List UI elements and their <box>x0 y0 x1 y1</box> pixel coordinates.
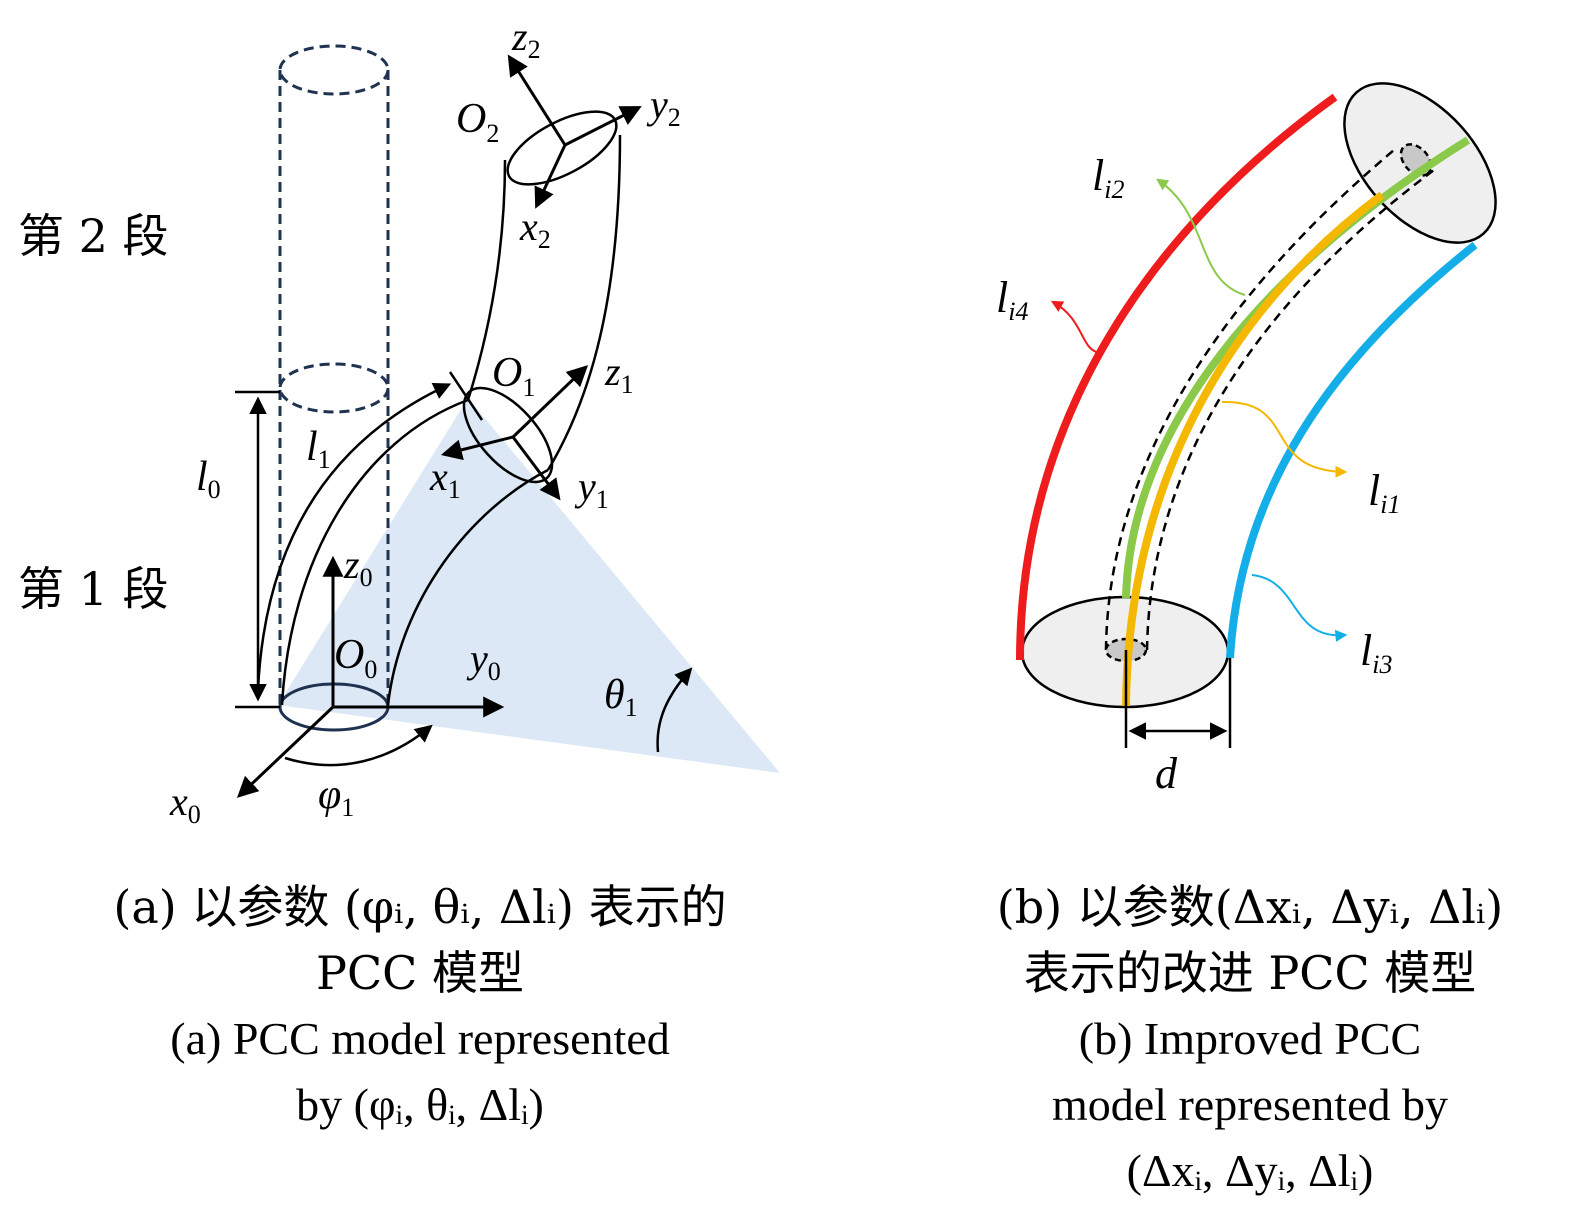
caption-b-cn-line2: 表示的改进 PCC 模型 <box>1023 946 1477 1000</box>
li4-label: li4 <box>996 273 1028 326</box>
panel-b: li2 li4 li1 li3 d <box>996 82 1497 798</box>
caption-b-cn-line1: (b) 以参数(Δxᵢ, Δyᵢ, Δlᵢ) <box>996 880 1504 934</box>
o2-label: O2 <box>456 96 499 148</box>
caption-b-en-line3: (Δxᵢ, Δyᵢ, Δlᵢ) <box>1126 1145 1374 1196</box>
y1-label: y1 <box>574 464 609 514</box>
caption-a-en-line2: by (φᵢ, θᵢ, Δlᵢ) <box>296 1079 544 1130</box>
x2-label: x2 <box>519 204 551 254</box>
d-dimension <box>1124 650 1232 748</box>
z2-label: z2 <box>511 14 541 64</box>
o0-label: O0 <box>334 632 377 684</box>
l1-arc-arrow <box>256 382 452 691</box>
phi1-label: φ1 <box>318 772 354 822</box>
caption-b-en-line2: model represented by <box>1052 1079 1448 1130</box>
caption-a: (a) 以参数 (φᵢ, θᵢ, Δlᵢ) 表示的 PCC 模型 (a) PCC… <box>40 874 800 1138</box>
y0-label: y0 <box>466 636 501 686</box>
li3-callout-arrow <box>1251 574 1348 642</box>
theta1-label: θ1 <box>604 672 638 722</box>
segment-1-label: 第 1 段 <box>18 562 169 616</box>
li2-label: li2 <box>1092 151 1124 204</box>
panel-a: 第 2 段 第 1 段 z2 O2 y2 x2 O1 z1 x1 y1 l0 l… <box>18 14 780 829</box>
o1-label: O1 <box>492 350 535 402</box>
l0-label: l0 <box>196 454 221 504</box>
frame-2-axes <box>507 54 642 209</box>
center-channel <box>1104 149 1435 651</box>
phi1-arc-arrow <box>284 724 433 767</box>
z1-label: z1 <box>604 349 634 399</box>
d-label: d <box>1155 749 1178 798</box>
frame-0-axes <box>236 555 505 798</box>
cable-li2 <box>1122 136 1471 599</box>
frame-1-axes <box>440 365 589 501</box>
x1-label: x1 <box>429 454 461 504</box>
segment-2-label: 第 2 段 <box>18 209 169 263</box>
caption-a-cn-line1: (a) 以参数 (φᵢ, θᵢ, Δlᵢ) 表示的 <box>113 880 727 934</box>
ghost-cylinder <box>278 44 390 705</box>
li4-callout-arrow <box>1050 300 1101 354</box>
x0-label: x0 <box>169 779 201 829</box>
cable-li1 <box>1122 191 1385 707</box>
l1-label: l1 <box>306 424 331 474</box>
caption-a-en-line1: (a) PCC model represented <box>170 1013 670 1064</box>
li1-callout-arrow <box>1221 400 1348 478</box>
li1-label: li1 <box>1368 466 1400 519</box>
caption-a-cn-line2: PCC 模型 <box>316 946 524 1000</box>
z0-label: z0 <box>343 542 373 592</box>
caption-b: (b) 以参数(Δxᵢ, Δyᵢ, Δlᵢ) 表示的改进 PCC 模型 (b) … <box>930 874 1570 1204</box>
bending-plane <box>278 398 780 773</box>
cable-li3 <box>1226 241 1478 659</box>
theta1-arc-arrow <box>656 667 693 753</box>
cable-li4 <box>1016 93 1338 661</box>
li2-callout-arrow <box>1156 178 1246 296</box>
li3-label: li3 <box>1360 626 1392 679</box>
caption-b-en-line1: (b) Improved PCC <box>1078 1013 1422 1064</box>
l0-dimension <box>235 390 280 709</box>
y2-label: y2 <box>646 82 681 132</box>
